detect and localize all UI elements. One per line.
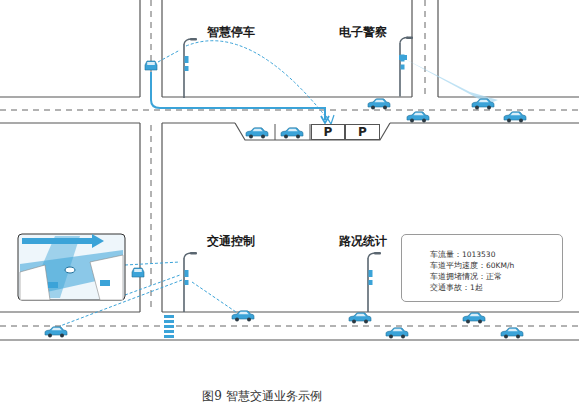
route-arrowhead bbox=[321, 116, 329, 123]
node-text: 交通事故：1起 bbox=[430, 282, 556, 293]
parking-space: P bbox=[311, 124, 345, 140]
node-text: 车流量：1013530 bbox=[430, 249, 556, 260]
camera bbox=[399, 55, 407, 60]
node-text: 车道拥堵情况：正常 bbox=[430, 271, 556, 282]
node-text: P bbox=[324, 125, 333, 139]
info-panel: 车流量：1013530车道平均速度：60KM/h车道拥堵情况：正常交通事故：1起 bbox=[401, 234, 563, 302]
location-label: 路况统计 bbox=[339, 233, 387, 250]
location-label: 交通控制 bbox=[207, 233, 255, 250]
road-edges bbox=[0, 0, 579, 340]
lane-markings bbox=[0, 0, 579, 326]
location-label: 电子警察 bbox=[339, 24, 387, 41]
crosswalk bbox=[164, 315, 174, 338]
figure-caption: 图9 智慧交通业务示例 bbox=[202, 388, 321, 405]
signal-line bbox=[158, 50, 180, 62]
node-text: P bbox=[358, 125, 367, 139]
intersection-inset bbox=[18, 234, 125, 300]
node-text: 车道平均速度：60KM/h bbox=[430, 260, 556, 271]
route-line bbox=[151, 72, 325, 120]
parking-space: P bbox=[345, 124, 380, 140]
signal-line bbox=[186, 41, 330, 122]
parking-stalls bbox=[275, 124, 310, 140]
location-label: 智慧停车 bbox=[207, 24, 255, 41]
camera-beam bbox=[403, 58, 498, 104]
